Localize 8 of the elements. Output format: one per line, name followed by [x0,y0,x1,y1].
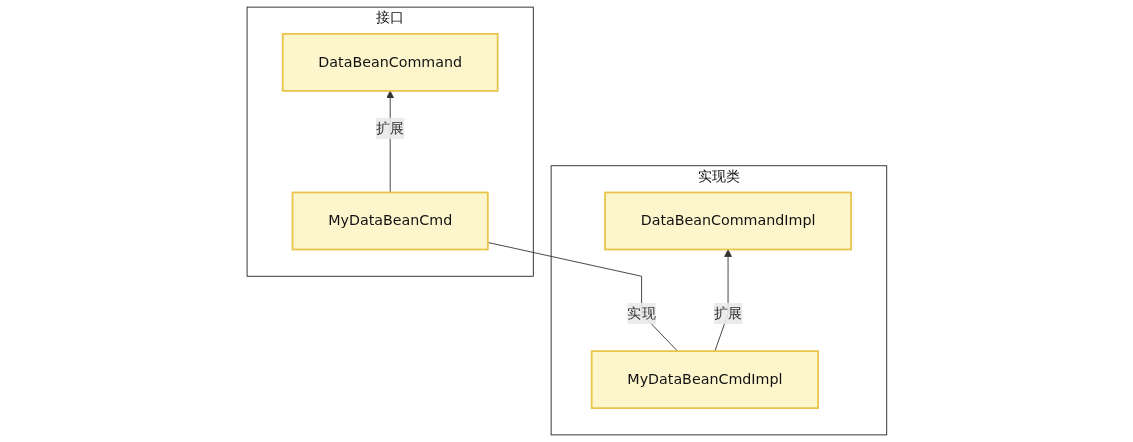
edge-label: 实现 [626,304,656,322]
connector [487,242,678,352]
node-box: DataBeanCommandImpl [603,191,852,251]
edge-label: 扩展 [375,119,405,137]
node-box: DataBeanCommand [281,32,499,92]
node-box: MyDataBeanCmd [291,191,489,251]
edge-label: 扩展 [713,304,742,322]
node-box: MyDataBeanCmdImpl [590,350,819,410]
